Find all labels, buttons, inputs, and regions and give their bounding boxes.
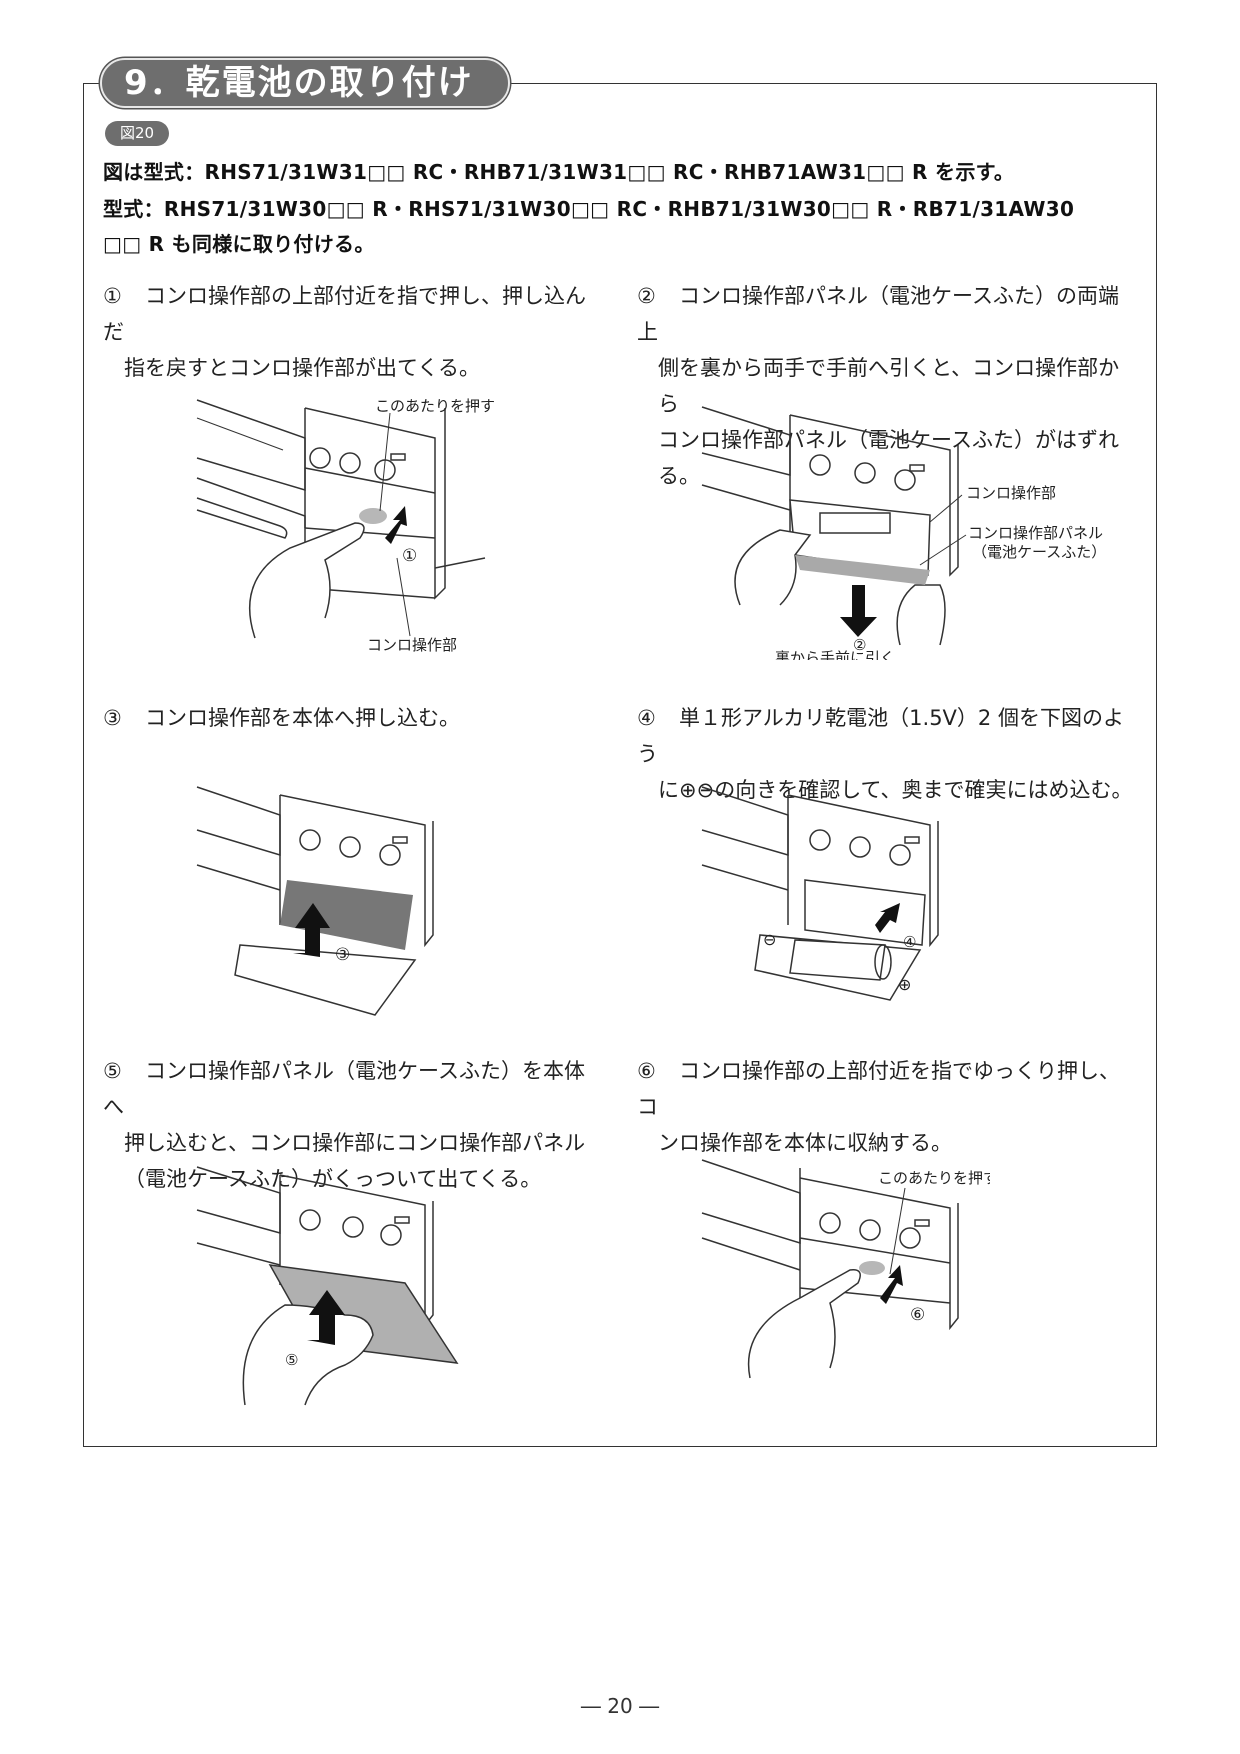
section-title: 9．乾電池の取り付け: [124, 63, 474, 103]
callout-plus: ⊕: [898, 975, 911, 994]
illustration-step-1: このあたりを押す ① コンロ操作部: [196, 398, 495, 654]
callout-panel-line-1: コンロ操作部パネル: [968, 524, 1103, 542]
step-number: ①: [103, 284, 122, 308]
callout-minus: ⊖: [763, 930, 776, 949]
section-frame: [83, 83, 1157, 1447]
illustration-step-3: ③: [196, 786, 434, 1016]
callout-step-number: ①: [402, 546, 417, 566]
model-line-3: □□ R も同様に取り付ける。: [103, 232, 375, 256]
callout-step-number: ④: [903, 933, 916, 951]
step-number: ⑥: [637, 1059, 656, 1083]
step-number: ③: [103, 706, 122, 730]
page-number: ― 20 ―: [580, 1694, 660, 1718]
illustration-step-6: このあたりを押す ⑥: [701, 1159, 990, 1379]
step-number: ⑤: [103, 1059, 122, 1083]
model-line-2: 型式：RHS71/31W30□□ R・RHS71/31W30□□ RC・RHB7…: [103, 197, 1075, 221]
callout-press-here: このあたりを押す: [375, 398, 495, 415]
callout-step-number: ②: [853, 636, 866, 654]
step-number: ②: [637, 284, 656, 308]
callout-control-unit: コンロ操作部: [966, 484, 1056, 502]
callout-pull-toward: 裏から手前に引く: [775, 649, 895, 660]
model-line-1: 図は型式：RHS71/31W31□□ RC・RHB71/31W31□□ RC・R…: [103, 160, 1015, 184]
callout-press-here: このあたりを押す: [878, 1169, 990, 1187]
callout-control-unit: コンロ操作部: [367, 636, 457, 654]
callout-panel-line-2: （電池ケースふた）: [972, 543, 1106, 561]
callout-step-number: ⑤: [285, 1351, 298, 1369]
figure-label: 図20: [105, 121, 169, 146]
section-title-tab: [100, 58, 510, 108]
illustration-step-4: ④ ⊖ ⊕: [701, 786, 939, 1001]
callout-step-number: ⑥: [910, 1305, 925, 1325]
step-number: ④: [637, 706, 656, 730]
illustration-step-5: ⑤: [196, 1166, 459, 1406]
callout-step-number: ③: [335, 945, 350, 965]
illustration-step-2: ② 裏から手前に引く コンロ操作部 コンロ操作部パネル （電池ケースふた）: [701, 406, 1106, 660]
